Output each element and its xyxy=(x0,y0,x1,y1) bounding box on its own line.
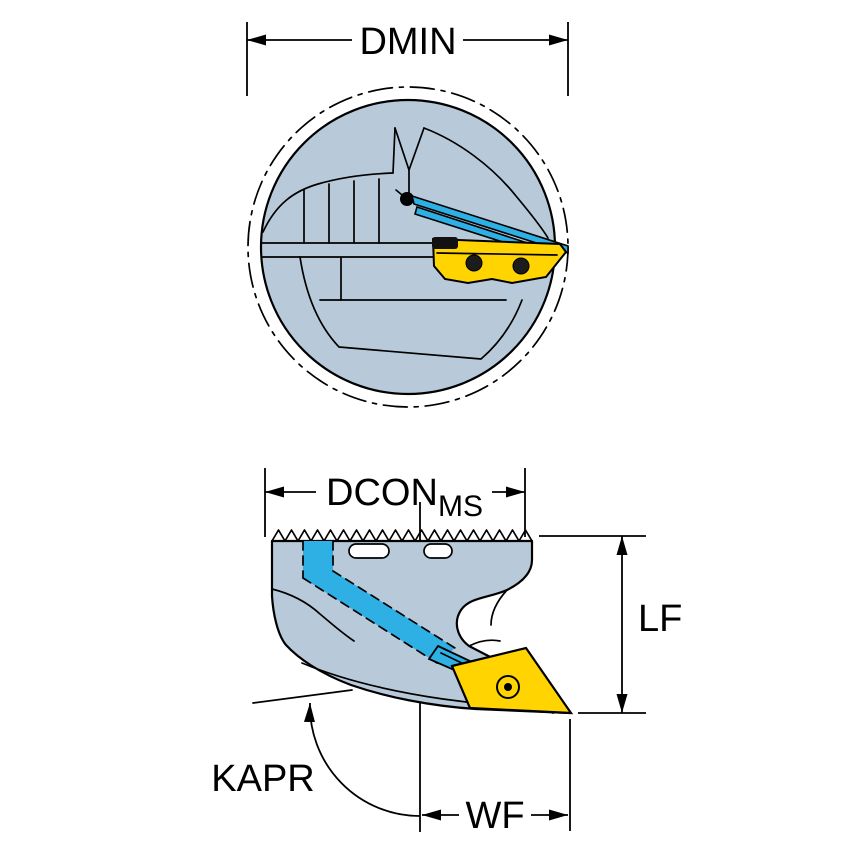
serration-teeth xyxy=(271,529,533,542)
insert-shape xyxy=(431,237,568,285)
insert-top-view xyxy=(431,237,568,285)
insert-screw-center xyxy=(504,683,512,691)
insert-screw xyxy=(465,254,483,272)
clamp-screw-dot xyxy=(400,192,414,206)
coolant-duct xyxy=(303,541,455,663)
coolant-tube-upper xyxy=(410,194,569,255)
dmin-dimension: DMIN xyxy=(246,21,569,96)
body-detail-lines xyxy=(252,543,508,704)
coupling-slot xyxy=(348,543,390,559)
notch-left-edge xyxy=(392,127,396,174)
lf-dimension: LF xyxy=(539,535,682,714)
upper-left-contour xyxy=(262,172,394,233)
kapr-angle-arc xyxy=(303,702,421,817)
bottom-chamfer-line xyxy=(301,662,475,704)
lower-body-contour xyxy=(299,256,523,360)
dcon-dimension: DCON MS xyxy=(264,468,526,537)
clamp-block xyxy=(432,237,458,249)
hidden-duct-edge xyxy=(302,577,438,664)
top-view: DMIN xyxy=(246,21,569,408)
dmin-label: DMIN xyxy=(359,21,456,63)
wf-label: WF xyxy=(465,795,524,837)
kapr-reference-edge xyxy=(252,689,353,704)
kapr-dimension: KAPR xyxy=(211,702,421,817)
hidden-duct-edge xyxy=(332,570,456,649)
insert-side-view xyxy=(450,646,574,715)
pocket-line xyxy=(468,639,501,647)
lf-label: LF xyxy=(638,598,682,640)
kapr-label: KAPR xyxy=(211,758,314,800)
tool-section-details xyxy=(260,127,556,360)
left-lip-contour xyxy=(271,588,355,642)
insert-screw xyxy=(512,257,530,275)
coupling-slot xyxy=(423,543,453,559)
insert-edge-line xyxy=(436,252,558,256)
dcon-sub-label: MS xyxy=(438,490,483,523)
neck-inner-line xyxy=(490,589,508,626)
dcon-label: DCON xyxy=(326,472,438,514)
side-view: DCON MS LF KAPR WF xyxy=(211,468,682,837)
wf-dimension: WF xyxy=(422,719,571,837)
upper-right-contour xyxy=(423,127,549,239)
